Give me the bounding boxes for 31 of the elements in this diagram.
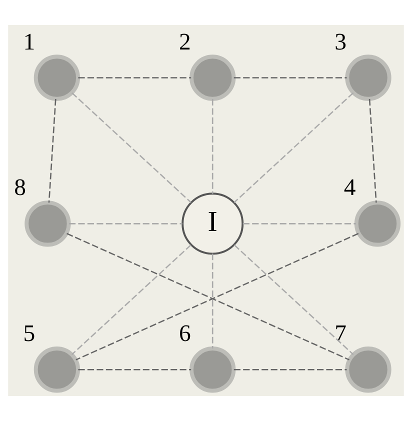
node-label: 6 [178,321,191,348]
node-label: 8 [14,175,26,202]
node-label: 1 [23,29,36,56]
node-label: 5 [23,321,36,348]
connector [234,244,354,356]
node-circle [345,54,392,101]
node-label: 4 [344,175,356,202]
node-circle [354,200,401,247]
connector [242,223,356,224]
node-circle: I [182,192,244,255]
node-circle [34,346,80,393]
connector [78,77,192,78]
connector [68,223,182,224]
node-circle [190,346,236,393]
node-label: 3 [334,29,346,56]
connector [48,98,56,203]
node-circle [24,200,71,247]
connector [78,368,192,370]
connector [368,98,377,203]
node-label: 2 [178,29,191,56]
connector [71,244,192,356]
connector [234,77,347,78]
node-circle [34,54,80,101]
connector [234,92,354,204]
connector [212,99,214,194]
connector [234,368,347,370]
node-circle [345,346,392,393]
connector [212,254,214,348]
node-label: 7 [334,321,346,348]
connector [71,92,192,204]
node-circle [190,54,236,101]
